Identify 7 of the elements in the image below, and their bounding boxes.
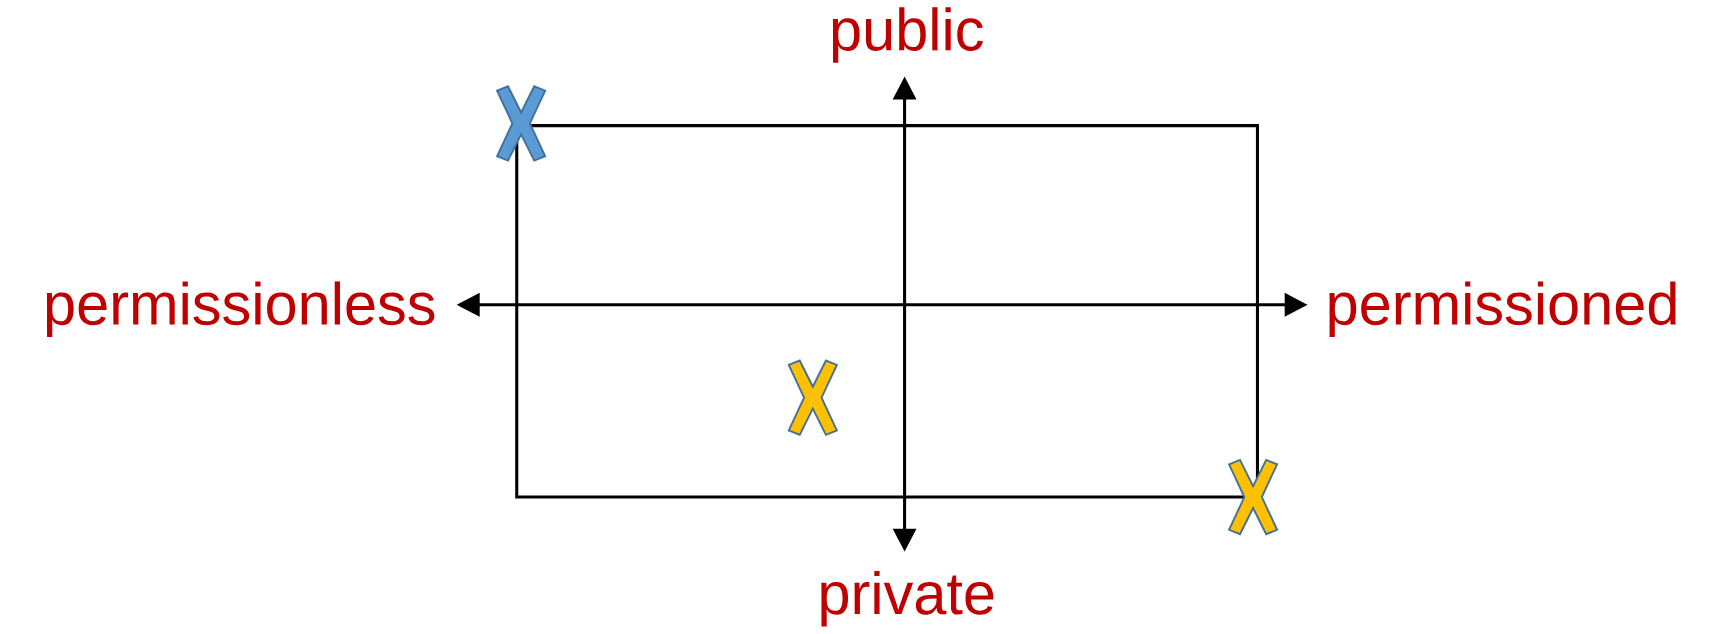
axis-label: private: [821, 571, 994, 627]
cross-marker: [1227, 458, 1279, 536]
axis-label: permissioned: [1329, 281, 1676, 338]
cross-marker: [787, 359, 839, 437]
axis-label: public: [832, 7, 983, 63]
axis-label: permissionless: [46, 281, 435, 338]
cross-marker: [495, 85, 547, 162]
